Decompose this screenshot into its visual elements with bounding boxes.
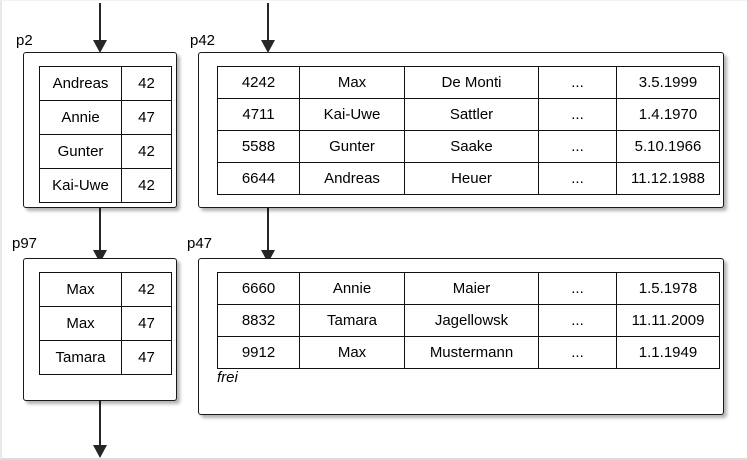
cell-bucket: 47 [121, 340, 172, 375]
table-row: Annie 47 [39, 100, 172, 135]
page-label-p97: p97 [12, 235, 38, 252]
cell-more: ... [538, 66, 617, 99]
table-row: 4242 Max De Monti ... 3.5.1999 [217, 66, 720, 99]
table-row: Andreas 42 [39, 66, 172, 101]
cell-more: ... [538, 98, 617, 131]
table-row: Tamara 47 [39, 340, 172, 375]
cell-firstname: Gunter [299, 130, 405, 163]
cell-lastname: Saake [404, 130, 539, 163]
free-space-label: frei [217, 369, 238, 386]
page-label-p2: p2 [16, 32, 33, 49]
cell-name: Andreas [39, 66, 122, 101]
cell-lastname: Sattler [404, 98, 539, 131]
cell-id: 4242 [217, 66, 300, 99]
table-row: 6644 Andreas Heuer ... 11.12.1988 [217, 162, 720, 195]
cell-name: Gunter [39, 134, 122, 169]
cell-more: ... [538, 336, 617, 369]
cell-lastname: Jagellowsk [404, 304, 539, 337]
table-row: Gunter 42 [39, 134, 172, 169]
cell-id: 5588 [217, 130, 300, 163]
cell-id: 6660 [217, 272, 300, 305]
cell-date: 11.11.2009 [616, 304, 720, 337]
cell-id: 9912 [217, 336, 300, 369]
table-row: 9912 Max Mustermann ... 1.1.1949 [217, 336, 720, 369]
page-table-p97: Max 42 Max 47 Tamara 47 [39, 272, 172, 375]
cell-firstname: Max [299, 336, 405, 369]
cell-id: 6644 [217, 162, 300, 195]
cell-name: Tamara [39, 340, 122, 375]
table-row: Kai-Uwe 42 [39, 168, 172, 203]
cell-lastname: Heuer [404, 162, 539, 195]
cell-date: 1.1.1949 [616, 336, 720, 369]
page-box-p97: Max 42 Max 47 Tamara 47 [23, 258, 177, 401]
table-row: 4711 Kai-Uwe Sattler ... 1.4.1970 [217, 98, 720, 131]
page-box-p47: 6660 Annie Maier ... 1.5.1978 8832 Tamar… [198, 258, 724, 415]
cell-bucket: 47 [121, 100, 172, 135]
page-table-p2: Andreas 42 Annie 47 Gunter 42 Kai-Uwe 42 [39, 66, 172, 203]
cell-firstname: Tamara [299, 304, 405, 337]
cell-name: Kai-Uwe [39, 168, 122, 203]
arrow-p42-to-p47 [261, 205, 275, 263]
page-box-p42: 4242 Max De Monti ... 3.5.1999 4711 Kai-… [198, 52, 724, 208]
cell-date: 11.12.1988 [616, 162, 720, 195]
table-row: Max 42 [39, 272, 172, 307]
cell-lastname: De Monti [404, 66, 539, 99]
cell-bucket: 42 [121, 168, 172, 203]
cell-lastname: Mustermann [404, 336, 539, 369]
page-table-p42: 4242 Max De Monti ... 3.5.1999 4711 Kai-… [217, 66, 720, 195]
cell-id: 8832 [217, 304, 300, 337]
cell-name: Max [39, 306, 122, 341]
cell-more: ... [538, 304, 617, 337]
cell-lastname: Maier [404, 272, 539, 305]
page-box-p2: Andreas 42 Annie 47 Gunter 42 Kai-Uwe 42 [23, 52, 177, 208]
cell-bucket: 47 [121, 306, 172, 341]
arrow-into-p2 [93, 3, 107, 53]
arrow-p97-to-bottom [93, 400, 107, 458]
cell-id: 4711 [217, 98, 300, 131]
cell-name: Annie [39, 100, 122, 135]
table-row: 5588 Gunter Saake ... 5.10.1966 [217, 130, 720, 163]
arrow-p2-to-p97 [93, 205, 107, 263]
cell-date: 1.4.1970 [616, 98, 720, 131]
page-table-p47: 6660 Annie Maier ... 1.5.1978 8832 Tamar… [217, 272, 720, 369]
cell-date: 3.5.1999 [616, 66, 720, 99]
cell-firstname: Andreas [299, 162, 405, 195]
cell-date: 1.5.1978 [616, 272, 720, 305]
cell-more: ... [538, 130, 617, 163]
cell-bucket: 42 [121, 66, 172, 101]
page-label-p42: p42 [190, 32, 216, 49]
arrow-into-p42 [261, 3, 275, 53]
cell-bucket: 42 [121, 272, 172, 307]
page-label-p47: p47 [187, 235, 213, 252]
cell-more: ... [538, 162, 617, 195]
cell-more: ... [538, 272, 617, 305]
cell-firstname: Max [299, 66, 405, 99]
table-row: 6660 Annie Maier ... 1.5.1978 [217, 272, 720, 305]
table-row: 8832 Tamara Jagellowsk ... 11.11.2009 [217, 304, 720, 337]
cell-name: Max [39, 272, 122, 307]
cell-date: 5.10.1966 [616, 130, 720, 163]
cell-firstname: Annie [299, 272, 405, 305]
cell-bucket: 42 [121, 134, 172, 169]
cell-firstname: Kai-Uwe [299, 98, 405, 131]
table-row: Max 47 [39, 306, 172, 341]
